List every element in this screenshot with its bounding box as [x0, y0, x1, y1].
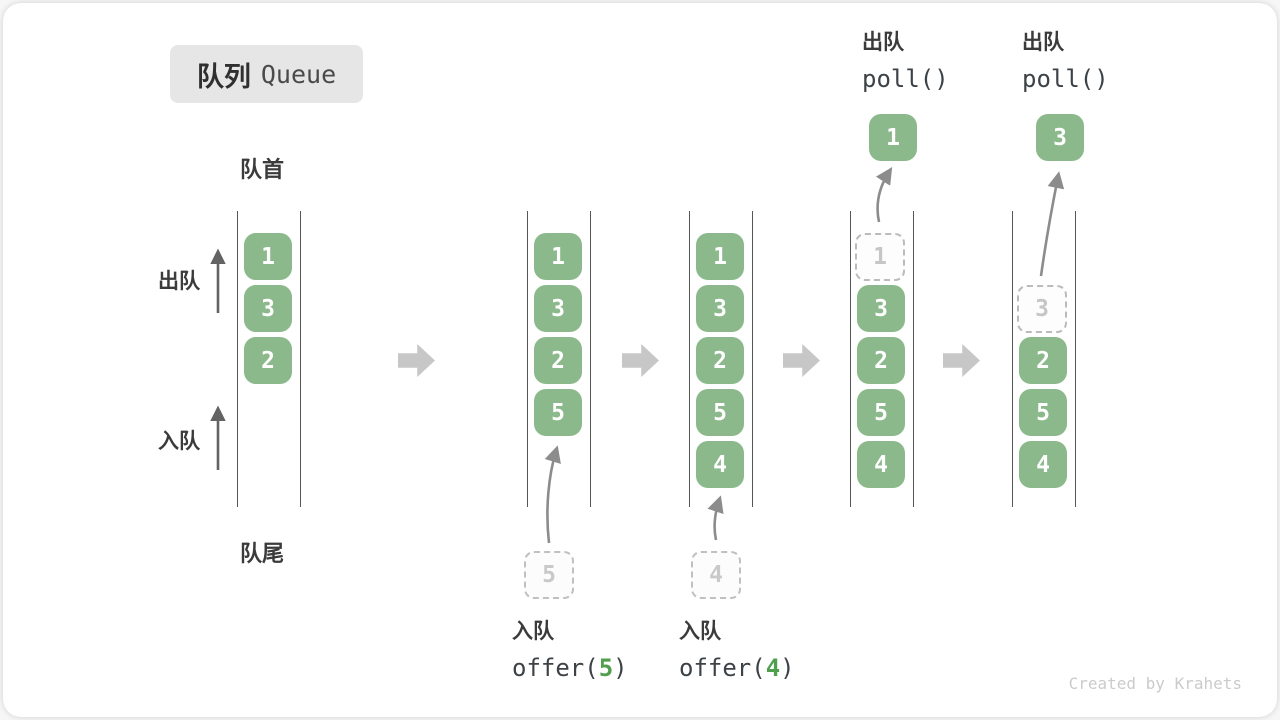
op-name: 出队 — [862, 31, 904, 54]
result-value-box: 3 — [1036, 114, 1084, 161]
queue-column-4: 1 3 2 5 4 — [850, 211, 914, 507]
op-code-arg: 5 — [598, 654, 614, 682]
op-code: poll() — [1022, 65, 1109, 93]
op-code: poll() — [862, 65, 949, 93]
credit-text: Created by Krahets — [1068, 674, 1242, 693]
result-value-box: 1 — [869, 114, 917, 161]
label-side-enqueue: 入队 — [158, 430, 200, 453]
op-name: 出队 — [1022, 31, 1064, 54]
queue-cell: 2 — [857, 337, 905, 384]
queue-cell: 2 — [696, 337, 744, 384]
queue-column-5: 3 2 5 4 — [1012, 211, 1076, 507]
op-code: offer(5) — [512, 654, 628, 682]
queue-cell: 3 — [534, 285, 582, 332]
queue-cell: 3 — [244, 285, 292, 332]
label-side-dequeue: 出队 — [158, 270, 200, 293]
queue-column-1: 1 3 2 — [237, 211, 301, 507]
queue-cell: 2 — [244, 337, 292, 384]
label-queue-rear: 队尾 — [240, 541, 285, 566]
label-queue-front: 队首 — [240, 157, 285, 182]
queue-cell: 4 — [857, 441, 905, 488]
op-label-dequeue-3: 出队 poll() — [1022, 28, 1109, 94]
queue-cell: 4 — [696, 441, 744, 488]
op-label-enqueue-4: 入队 offer(4) — [679, 617, 795, 683]
queue-cell: 5 — [1019, 389, 1067, 436]
op-code: offer(4) — [679, 654, 795, 682]
staged-value-box: 5 — [524, 551, 574, 599]
queue-cell: 2 — [1019, 337, 1067, 384]
title-badge: 队列 Queue — [170, 45, 363, 103]
queue-cell: 2 — [534, 337, 582, 384]
queue-cell: 4 — [1019, 441, 1067, 488]
queue-cell: 5 — [857, 389, 905, 436]
queue-cell: 1 — [534, 233, 582, 280]
queue-column-2: 1 3 2 5 — [527, 211, 591, 507]
queue-cell: 1 — [244, 233, 292, 280]
queue-cell-ghost: 3 — [1017, 285, 1067, 333]
queue-cell: 1 — [696, 233, 744, 280]
op-label-dequeue-1: 出队 poll() — [862, 28, 949, 94]
op-label-enqueue-5: 入队 offer(5) — [512, 617, 628, 683]
title-en: Queue — [260, 59, 337, 89]
queue-column-3: 1 3 2 5 4 — [689, 211, 753, 507]
queue-cell: 3 — [696, 285, 744, 332]
staged-value-box: 4 — [691, 551, 741, 599]
op-name: 入队 — [512, 620, 554, 643]
op-code-arg: 4 — [765, 654, 781, 682]
queue-cell: 3 — [857, 285, 905, 332]
title-zh: 队列 — [196, 61, 251, 92]
op-name: 入队 — [679, 620, 721, 643]
queue-cell: 5 — [534, 389, 582, 436]
queue-cell: 5 — [696, 389, 744, 436]
queue-cell-ghost: 1 — [855, 233, 905, 281]
